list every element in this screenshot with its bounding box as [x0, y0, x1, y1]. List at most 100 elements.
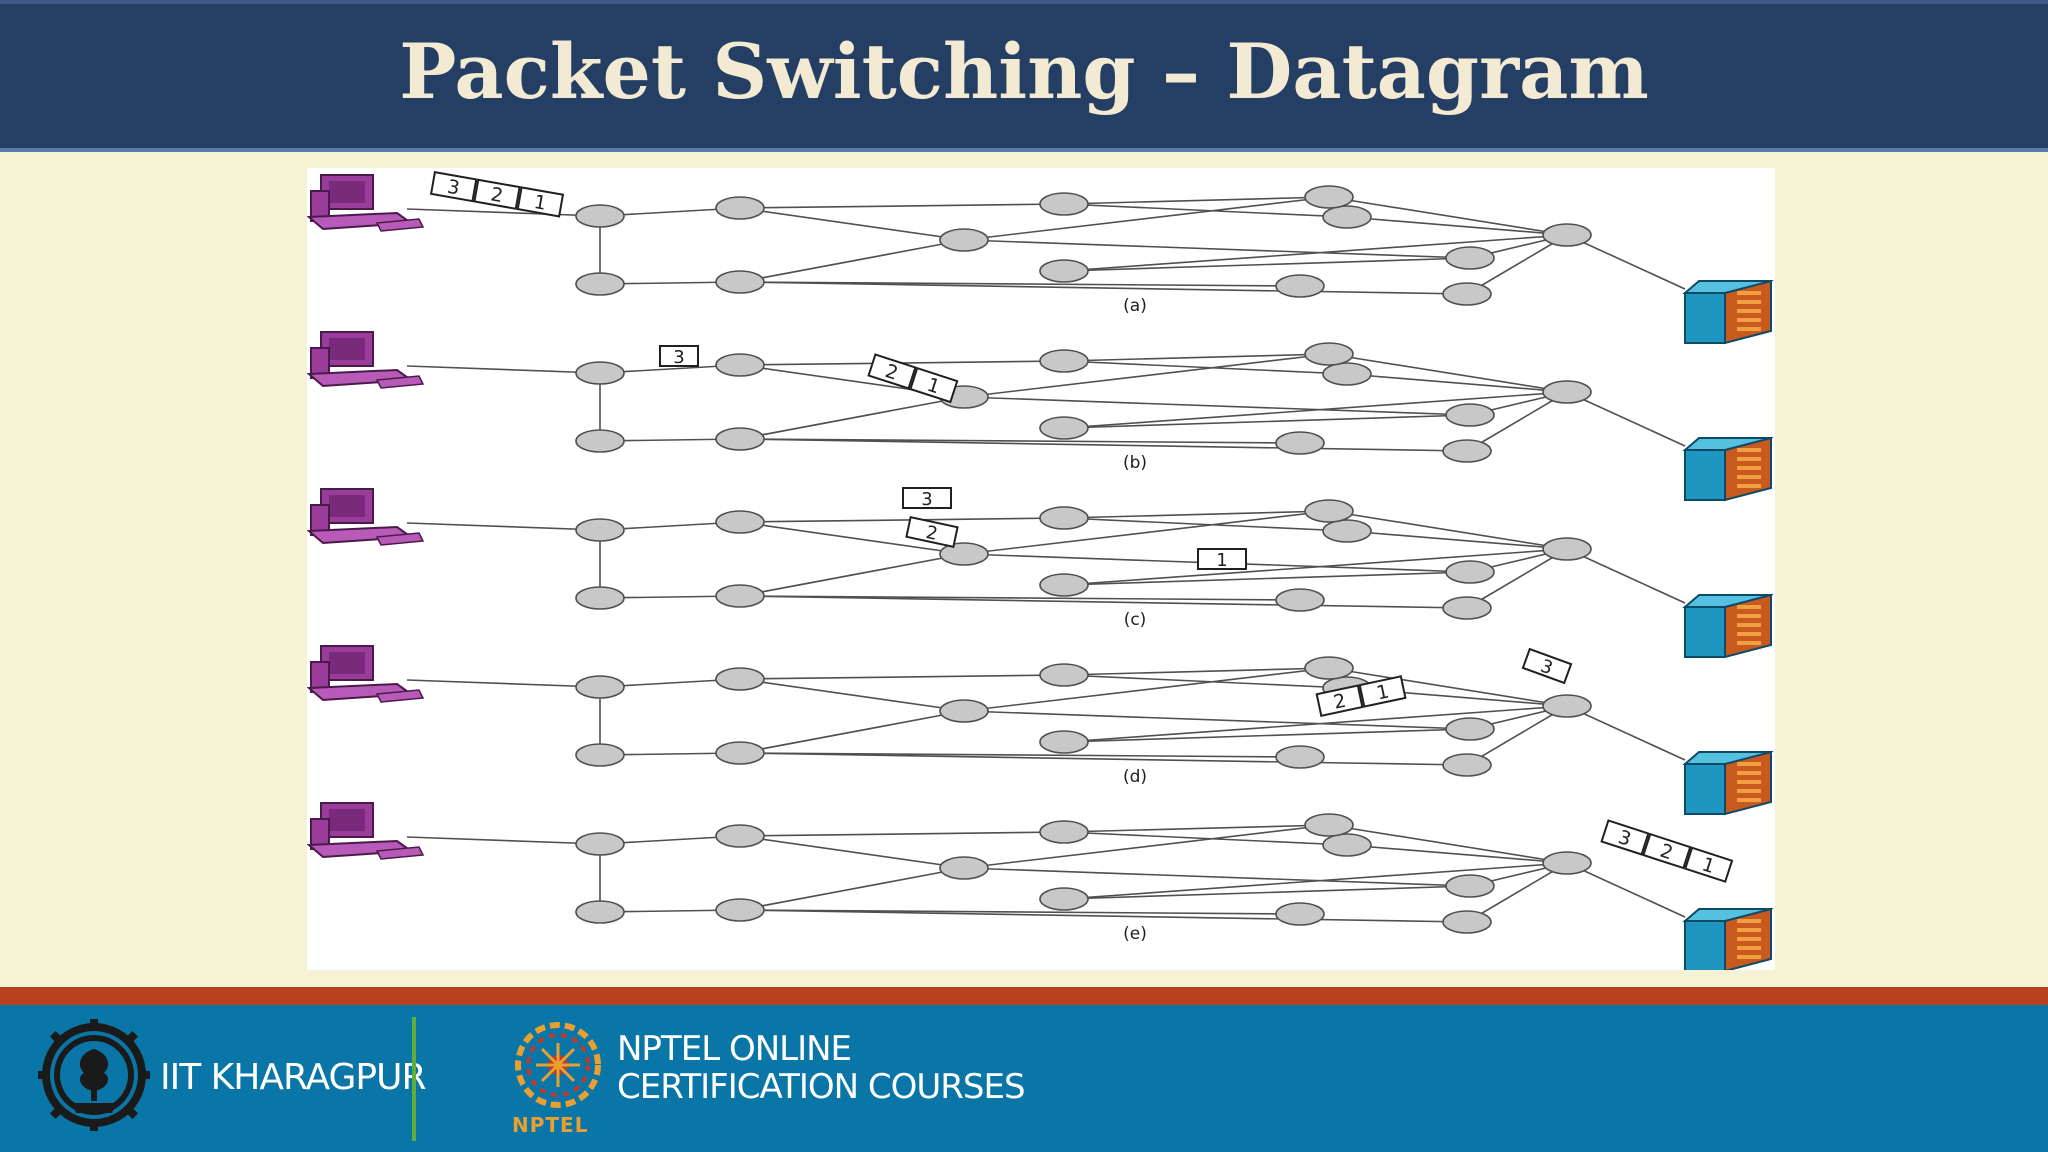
router-node — [715, 510, 765, 534]
router-node — [1322, 833, 1372, 857]
host-link — [1566, 391, 1686, 447]
network-link — [1346, 373, 1568, 393]
packet-number: 2 — [1332, 690, 1348, 714]
host-link — [406, 365, 601, 374]
network-link — [1063, 571, 1471, 586]
router-node — [1275, 902, 1325, 926]
router-node — [939, 542, 989, 566]
network-link — [1328, 667, 1568, 707]
network-link — [1063, 196, 1330, 205]
router-node — [1304, 813, 1354, 837]
router-node — [1039, 506, 1089, 530]
title-bar: Packet Switching – Datagram — [0, 0, 2048, 152]
router-node — [939, 228, 989, 252]
packet: 3 — [659, 345, 699, 368]
network-link — [739, 752, 1468, 766]
router-node — [1442, 910, 1492, 934]
footer: IIT KHARAGPUR NPTEL NPTEL ONLINE CERTIFI… — [0, 1005, 2048, 1152]
network-link — [963, 710, 1471, 730]
destination-server-icon — [1682, 907, 1774, 970]
source-computer-icon — [307, 645, 425, 703]
network-link — [1063, 674, 1348, 689]
router-node — [575, 675, 625, 699]
host-link — [406, 522, 601, 531]
packet: 3 — [1521, 647, 1573, 685]
router-node — [1442, 282, 1492, 306]
nptel-logo-icon — [515, 1022, 601, 1108]
network-link — [963, 667, 1330, 712]
host-link — [1566, 705, 1686, 761]
router-node — [1304, 342, 1354, 366]
network-link — [739, 909, 1301, 915]
network-link — [1063, 831, 1348, 846]
network-link — [1063, 862, 1568, 900]
network-link — [739, 396, 965, 440]
packet-number: 1 — [1375, 680, 1391, 704]
packet: 1 — [1197, 548, 1247, 571]
router-node — [715, 584, 765, 608]
network-link — [1063, 360, 1348, 375]
packet-number: 3 — [673, 347, 684, 368]
router-node — [1039, 573, 1089, 597]
router-node — [1304, 499, 1354, 523]
router-node — [1039, 887, 1089, 911]
network-link — [739, 909, 1468, 923]
network-link — [1328, 510, 1568, 550]
host-link — [406, 679, 601, 688]
network-link — [739, 239, 965, 283]
network-link — [1063, 728, 1471, 743]
router-node — [575, 900, 625, 924]
network-link — [1466, 548, 1568, 609]
router-node — [575, 272, 625, 296]
router-node — [939, 699, 989, 723]
network-link — [963, 196, 1330, 241]
network-link — [739, 710, 965, 754]
institute-name: IIT KHARAGPUR — [160, 1057, 426, 1098]
network-link — [963, 824, 1330, 869]
network-link — [739, 674, 1065, 680]
network-link — [739, 438, 1468, 452]
network-link — [739, 678, 965, 712]
router-node — [1039, 730, 1089, 754]
network-link — [739, 553, 965, 597]
network-link — [739, 207, 965, 241]
host-link — [1566, 234, 1686, 290]
network-link — [1063, 824, 1330, 833]
router-node — [1039, 349, 1089, 373]
router-node — [1275, 588, 1325, 612]
network-link — [963, 510, 1330, 555]
destination-server-icon — [1682, 279, 1774, 345]
router-node — [1304, 185, 1354, 209]
network-link — [963, 239, 1471, 259]
network-link — [1328, 196, 1568, 236]
router-node — [1542, 380, 1592, 404]
network-link — [1063, 257, 1471, 272]
router-node — [1542, 694, 1592, 718]
router-node — [575, 361, 625, 385]
router-node — [715, 353, 765, 377]
router-node — [939, 856, 989, 880]
destination-server-icon — [1682, 593, 1774, 659]
router-node — [715, 741, 765, 765]
network-link — [1063, 203, 1348, 218]
network-link — [1346, 216, 1568, 236]
network-link — [739, 517, 1065, 523]
router-node — [1275, 274, 1325, 298]
packet: 2 — [905, 516, 959, 548]
slide-title: Packet Switching – Datagram — [399, 27, 1649, 116]
network-link — [1063, 234, 1568, 272]
network-link — [1328, 824, 1568, 864]
router-node — [1322, 362, 1372, 386]
source-computer-icon — [307, 802, 425, 860]
footer-accent-strip — [0, 987, 2048, 1005]
router-node — [1039, 259, 1089, 283]
row-label: (d) — [1123, 767, 1147, 787]
router-node — [715, 667, 765, 691]
network-link — [1466, 862, 1568, 923]
router-node — [715, 427, 765, 451]
network-link — [739, 281, 1468, 295]
network-link — [1063, 391, 1568, 429]
